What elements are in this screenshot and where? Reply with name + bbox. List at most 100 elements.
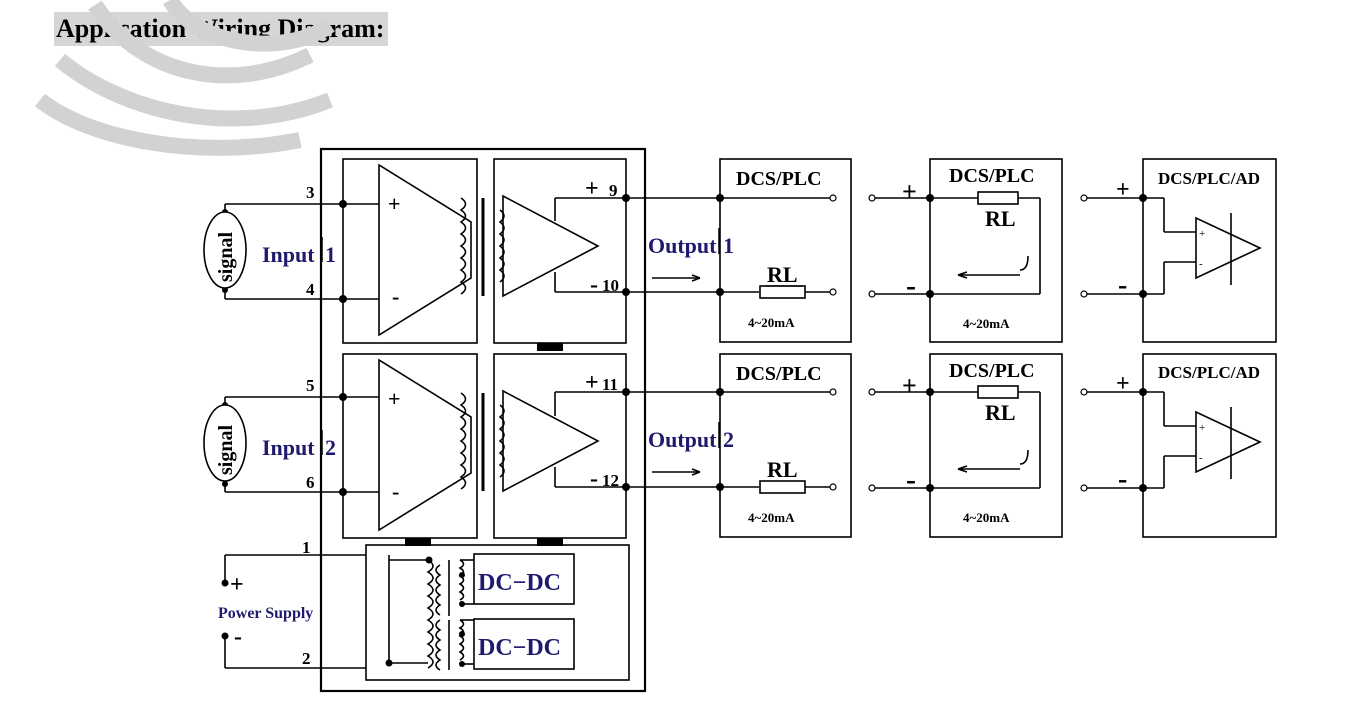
power-terminal-1: 1 bbox=[302, 538, 311, 557]
terminal-11: 11 bbox=[602, 375, 618, 394]
current-range: 4~20mA bbox=[963, 316, 1010, 331]
terminal-10: 10 bbox=[602, 276, 619, 295]
signal-source-1 bbox=[203, 211, 247, 289]
power-terminal-2: 2 bbox=[302, 649, 311, 668]
dcs-plc-ad-title: DCS/PLC/AD bbox=[1158, 169, 1260, 188]
signal-source-2 bbox=[203, 404, 247, 482]
current-range: 4~20mA bbox=[748, 510, 795, 525]
load-resistor bbox=[759, 480, 806, 494]
rl-label: RL bbox=[985, 400, 1016, 425]
current-direction-arrow bbox=[957, 449, 1029, 473]
dcs-plc-title: DCS/PLC bbox=[736, 168, 822, 190]
output-number-2: 2 bbox=[723, 427, 734, 452]
dcs-plc-title: DCS/PLC bbox=[949, 360, 1035, 382]
dcs-plc-load-2: DCS/PLC RL 4~20mA bbox=[716, 353, 852, 538]
load-resistor bbox=[977, 191, 1019, 205]
terminal-9: 9 bbox=[609, 181, 618, 200]
signal-label-1: signal bbox=[215, 232, 237, 282]
isolation-bar bbox=[537, 538, 563, 546]
load-resistor bbox=[977, 385, 1019, 399]
terminal-4: 4 bbox=[306, 280, 315, 299]
isolation-bar bbox=[405, 538, 431, 546]
channel-1: + - bbox=[342, 158, 627, 351]
ad-amplifier bbox=[1195, 216, 1262, 280]
amp-plus-1: + bbox=[388, 191, 401, 216]
input-label-1: Input bbox=[262, 242, 315, 267]
dcs-plc-ad-title: DCS/PLC/AD bbox=[1158, 363, 1260, 382]
ad-minus-1: - bbox=[1118, 270, 1127, 301]
output-plus-1: + bbox=[585, 176, 599, 202]
load-resistor bbox=[759, 285, 806, 299]
output-2-wiring: + 11 - 12 Output 2 bbox=[585, 370, 831, 492]
signal-label-2: signal bbox=[215, 425, 237, 475]
output-minus-1: - bbox=[590, 272, 598, 298]
current-direction-arrow bbox=[957, 255, 1029, 279]
isolation-bar bbox=[537, 343, 563, 351]
loop-plus-1: + bbox=[902, 177, 917, 206]
power-minus-terminal bbox=[221, 632, 229, 640]
power-supply-label: Power Supply bbox=[218, 605, 313, 622]
power-minus-sign: - bbox=[234, 624, 242, 650]
power-plus-sign: + bbox=[230, 572, 244, 598]
output-amplifier-1 bbox=[502, 194, 600, 298]
ad-amp-plus: + bbox=[1199, 228, 1205, 240]
terminal-5: 5 bbox=[306, 376, 315, 395]
input-amp-box-1 bbox=[342, 158, 478, 344]
rl-label: RL bbox=[767, 262, 798, 287]
module-box bbox=[319, 147, 647, 693]
transformer-coil-2 bbox=[459, 392, 467, 490]
ad-amp-minus: - bbox=[1199, 258, 1203, 270]
input-amplifier-2 bbox=[378, 358, 472, 532]
dcdc-box-2 bbox=[473, 618, 575, 670]
dcs-plc-ad-2: DCS/PLC/AD + - + - bbox=[1080, 353, 1277, 538]
amp-minus-2: - bbox=[392, 479, 399, 504]
output-plus-2: + bbox=[585, 370, 599, 396]
output-1-wiring: + 9 - 10 Output 1 bbox=[585, 176, 831, 298]
dcdc-label-2: DC−DC bbox=[478, 635, 561, 661]
output-amplifier-2 bbox=[502, 389, 600, 493]
output-amp-box-1 bbox=[493, 158, 627, 344]
input-amplifier-1 bbox=[378, 163, 472, 337]
output-minus-2: - bbox=[590, 466, 598, 492]
ad-minus-2: - bbox=[1118, 464, 1127, 495]
ad-amp-plus: + bbox=[1199, 422, 1205, 434]
power-box bbox=[365, 544, 630, 681]
power-plus-terminal bbox=[221, 579, 229, 587]
dcs-plc-loop-2: DCS/PLC RL + - 4~20mA bbox=[868, 353, 1063, 538]
transformer-coil-1 bbox=[459, 197, 467, 295]
ad-plus-1: + bbox=[1116, 177, 1130, 203]
current-range: 4~20mA bbox=[963, 510, 1010, 525]
loop-minus-2: - bbox=[906, 463, 916, 496]
terminal-12: 12 bbox=[602, 471, 619, 490]
amp-minus-1: - bbox=[392, 284, 399, 309]
dcdc-label-1: DC−DC bbox=[478, 570, 561, 596]
ad-amp-minus: - bbox=[1199, 452, 1203, 464]
channel-2: + - bbox=[342, 353, 627, 546]
dcs-plc-title: DCS/PLC bbox=[949, 165, 1035, 187]
input-number-2: 2 bbox=[325, 435, 336, 460]
dcs-plc-ad-1: DCS/PLC/AD + - + - bbox=[1080, 158, 1277, 343]
dcdc-box-1 bbox=[473, 553, 575, 605]
input-number-1: 1 bbox=[325, 242, 336, 267]
power-section: DC−DC DC−DC + - Power Supply 1 bbox=[218, 538, 630, 681]
ad-plus-2: + bbox=[1116, 371, 1130, 397]
terminal-6: 6 bbox=[306, 473, 315, 492]
rl-label: RL bbox=[985, 206, 1016, 231]
loop-plus-2: + bbox=[902, 371, 917, 400]
output-number-1: 1 bbox=[723, 233, 734, 258]
watermark-logo bbox=[35, 0, 335, 156]
secondary-coil-2 bbox=[498, 404, 505, 478]
dcs-plc-loop-1: DCS/PLC RL + - 4~20mA bbox=[868, 158, 1063, 343]
loop-minus-1: - bbox=[906, 269, 916, 302]
input-label-2: Input bbox=[262, 435, 315, 460]
amp-plus-2: + bbox=[388, 386, 401, 411]
power-primary-coil bbox=[426, 559, 434, 669]
input-2-wiring: signal Input 2 5 6 bbox=[203, 376, 379, 496]
dcs-plc-load-1: DCS/PLC RL 4~20mA bbox=[716, 158, 852, 343]
secondary-coil-1 bbox=[498, 209, 505, 283]
rl-label: RL bbox=[767, 457, 798, 482]
dcs-plc-title: DCS/PLC bbox=[736, 363, 822, 385]
output-label-1: Output bbox=[648, 233, 717, 258]
